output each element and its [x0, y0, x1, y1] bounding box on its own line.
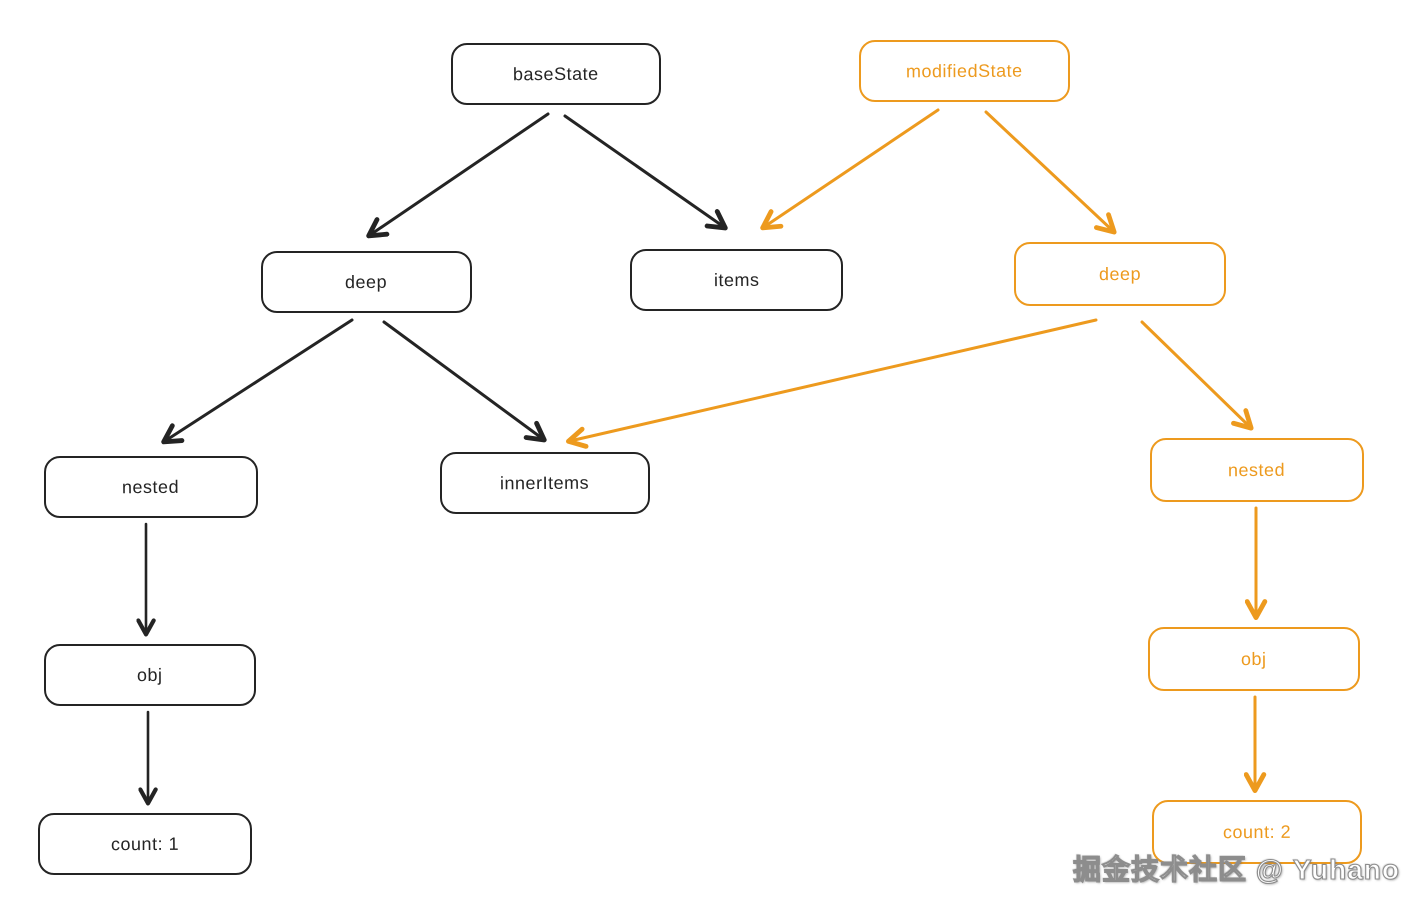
edge-basestate-items — [563, 114, 728, 231]
node-count-modified-label: count: 2 — [1222, 821, 1292, 842]
node-nested-modified-label: nested — [1228, 459, 1286, 480]
node-obj-base-label: obj — [137, 664, 163, 685]
node-modifiedstate-label: modifiedState — [906, 60, 1023, 81]
edge-modifiedstate-items — [760, 108, 940, 231]
edge-deep-inneritems — [382, 320, 547, 443]
node-inneritems-label: innerItems — [500, 472, 590, 493]
node-count-base-label: count: 1 — [110, 833, 180, 854]
node-items-label: items — [713, 269, 760, 290]
node-count-modified: count: 2 — [1152, 800, 1362, 864]
node-deep-base-label: deep — [345, 271, 388, 292]
node-nested-base-label: nested — [122, 476, 180, 497]
node-deep-base: deep — [261, 251, 472, 313]
node-basestate: baseState — [451, 43, 661, 105]
node-nested-modified: nested — [1150, 438, 1364, 502]
node-count-base: count: 1 — [38, 813, 252, 875]
node-inneritems: innerItems — [440, 452, 650, 514]
node-deep-modified: deep — [1014, 242, 1226, 306]
edge-modifiedstate-deep — [984, 110, 1117, 235]
node-obj-modified: obj — [1148, 627, 1360, 691]
node-obj-modified-label: obj — [1241, 648, 1267, 669]
edge-deepmod-inneritems — [566, 318, 1098, 449]
node-basestate-label: baseState — [513, 63, 599, 84]
node-modifiedstate: modifiedState — [859, 40, 1070, 102]
edge-deepmod-nested — [1140, 320, 1254, 431]
edge-deep-nested — [161, 318, 354, 445]
watermark: 掘金技术社区 @ Yuhano — [1072, 853, 1400, 885]
node-nested-base: nested — [44, 456, 258, 518]
edge-basestate-deep — [366, 112, 550, 239]
node-obj-base: obj — [44, 644, 256, 706]
node-deep-modified-label: deep — [1098, 263, 1142, 284]
node-items: items — [630, 249, 843, 311]
